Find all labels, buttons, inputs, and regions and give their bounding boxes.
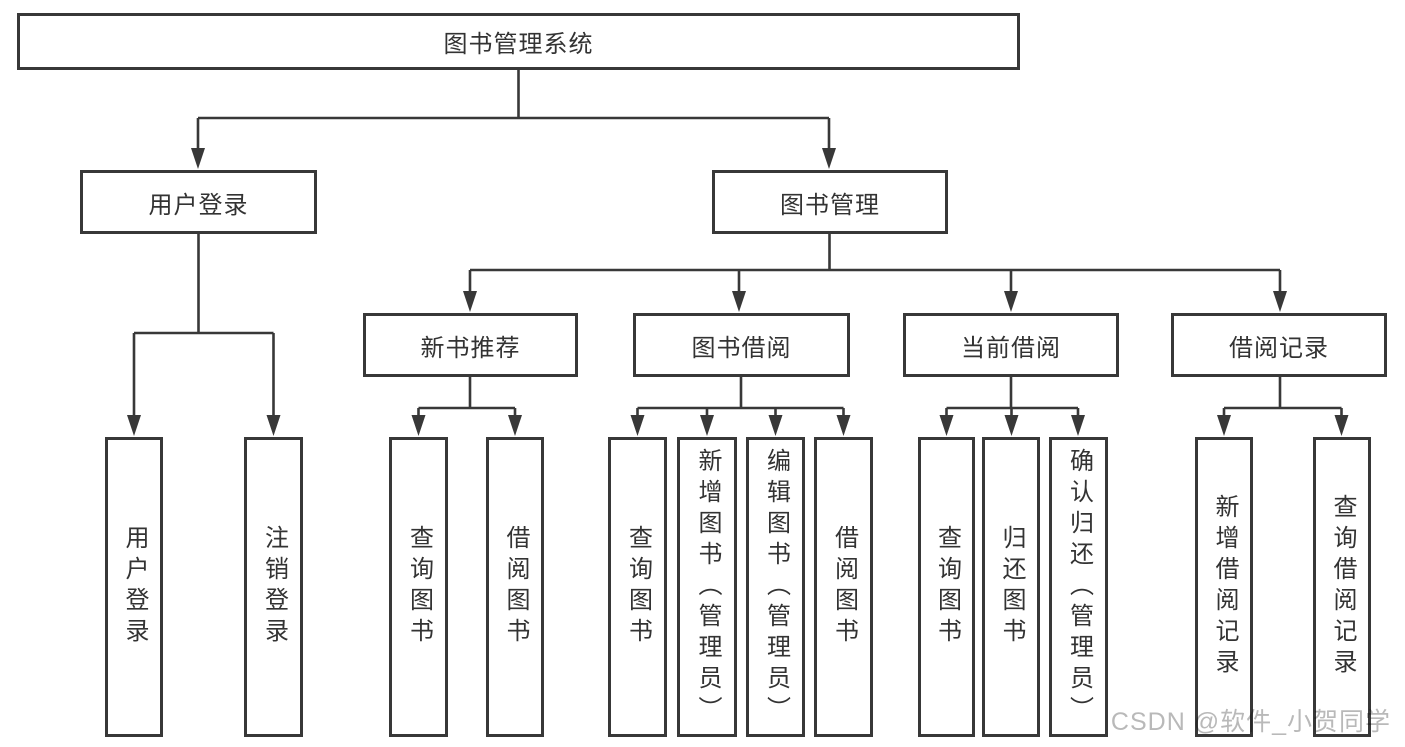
leaf-query-books-borrowing: 查询图书 <box>608 437 667 737</box>
leaf-label: 编辑图书（管理员） <box>762 447 790 727</box>
leaf-label: 查询图书 <box>933 525 961 649</box>
node-label: 图书借阅 <box>691 334 792 362</box>
leaf-add-books-admin: 新增图书（管理员） <box>677 437 737 737</box>
node-new-book-recommend: 新书推荐 <box>363 313 578 377</box>
leaf-label: 新增图书（管理员） <box>694 447 721 727</box>
leaf-query-books-current: 查询图书 <box>918 437 975 737</box>
leaf-edit-books-admin: 编辑图书（管理员） <box>746 437 805 737</box>
leaf-label: 归还图书 <box>998 525 1025 649</box>
leaf-label: 查询借阅记录 <box>1329 494 1356 680</box>
node-borrowing-records: 借阅记录 <box>1171 313 1387 377</box>
node-book-management: 图书管理 <box>712 170 948 234</box>
node-label: 图书管理 <box>780 191 880 219</box>
node-label: 用户登录 <box>148 191 249 219</box>
node-label: 借阅记录 <box>1229 334 1329 362</box>
node-book-borrowing: 图书借阅 <box>633 313 850 377</box>
leaf-user-login: 用户登录 <box>105 437 163 737</box>
leaf-label: 注销登录 <box>260 525 288 649</box>
node-current-borrowing: 当前借阅 <box>903 313 1119 377</box>
node-label: 新书推荐 <box>420 334 521 362</box>
node-user-login: 用户登录 <box>80 170 317 234</box>
leaf-borrow-books: 借阅图书 <box>814 437 873 737</box>
node-label: 图书管理系统 <box>443 31 594 58</box>
leaf-label: 确认归还（管理员） <box>1065 447 1093 727</box>
node-root: 图书管理系统 <box>17 13 1020 70</box>
leaf-label: 新增借阅记录 <box>1211 494 1238 680</box>
csdn-watermark: CSDN @软件_小贺同学 <box>1110 708 1391 736</box>
leaf-return-books: 归还图书 <box>982 437 1040 737</box>
node-label: 当前借阅 <box>961 334 1061 362</box>
leaf-logout: 注销登录 <box>244 437 303 737</box>
leaf-label: 借阅图书 <box>502 525 529 649</box>
leaf-add-borrow-record: 新增借阅记录 <box>1195 437 1253 737</box>
leaf-label: 查询图书 <box>405 525 433 649</box>
leaf-query-books-recommend: 查询图书 <box>389 437 448 737</box>
leaf-confirm-return-admin: 确认归还（管理员） <box>1049 437 1108 737</box>
leaf-label: 借阅图书 <box>830 525 858 649</box>
leaf-borrow-books-recommend: 借阅图书 <box>486 437 544 737</box>
leaf-label: 查询图书 <box>624 525 652 649</box>
leaf-query-borrow-record: 查询借阅记录 <box>1313 437 1371 737</box>
leaf-label: 用户登录 <box>121 525 148 649</box>
